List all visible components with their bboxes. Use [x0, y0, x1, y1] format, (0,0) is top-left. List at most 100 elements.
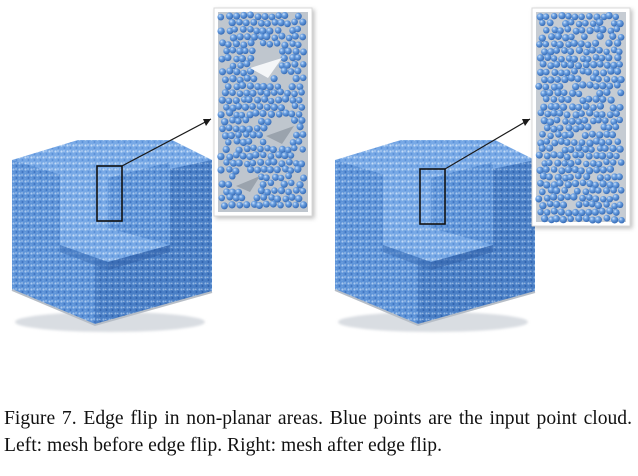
point-sphere-before: [253, 27, 261, 35]
point-sphere-after: [550, 181, 559, 189]
mesh-gap: [250, 58, 282, 78]
point-sphere-after: [592, 54, 600, 61]
point-sphere-after: [593, 25, 601, 33]
point-sphere-before: [264, 188, 271, 196]
point-sphere-after: [572, 27, 580, 35]
point-sphere-before: [259, 109, 267, 118]
point-sphere-after: [591, 208, 599, 216]
point-sphere-after: [610, 61, 618, 69]
point-sphere-after: [596, 46, 603, 54]
point-sphere-after: [603, 130, 611, 138]
point-sphere-before: [243, 145, 251, 153]
point-sphere-after: [606, 181, 614, 189]
point-sphere-before: [246, 82, 255, 90]
point-sphere-after: [577, 167, 585, 175]
point-sphere-before: [225, 180, 233, 189]
point-sphere-before: [263, 103, 271, 111]
point-sphere-after: [556, 124, 564, 132]
point-sphere-before: [294, 67, 302, 75]
point-sphere-after: [590, 160, 597, 167]
point-sphere-after: [556, 151, 564, 159]
point-sphere-before: [229, 89, 236, 97]
point-sphere-after: [596, 145, 604, 152]
point-sphere-after: [607, 67, 615, 75]
point-sphere-before: [298, 116, 306, 124]
point-sphere-after: [589, 20, 597, 27]
point-sphere-before: [280, 54, 288, 62]
point-sphere-before: [296, 83, 304, 91]
point-sphere-after: [554, 159, 562, 167]
point-sphere-before: [264, 118, 272, 126]
point-sphere-after: [575, 20, 583, 28]
point-sphere-after: [568, 117, 576, 125]
point-sphere-before: [277, 187, 286, 195]
point-sphere-after: [606, 207, 614, 215]
point-sphere-before: [226, 153, 234, 161]
point-sphere-before: [233, 111, 240, 119]
point-sphere-after: [561, 146, 569, 154]
point-sphere-before: [221, 118, 229, 126]
point-sphere-after: [548, 33, 556, 41]
zoom-region-box-after: [419, 168, 446, 225]
point-sphere-before: [270, 158, 278, 166]
point-sphere-after: [585, 55, 592, 63]
point-sphere-after: [567, 61, 575, 69]
point-sphere-after: [598, 139, 606, 146]
point-sphere-before: [291, 60, 299, 68]
point-sphere-after: [570, 55, 579, 63]
point-sphere-after: [544, 54, 552, 61]
point-sphere-before: [285, 201, 292, 208]
point-sphere-before: [218, 68, 227, 76]
point-sphere-after: [579, 179, 587, 187]
point-sphere-before: [270, 89, 278, 96]
point-sphere-after: [564, 25, 572, 33]
point-sphere-before: [218, 96, 226, 104]
point-sphere-before: [299, 187, 307, 195]
point-sphere-before: [223, 159, 230, 166]
point-sphere-before: [229, 34, 238, 42]
point-sphere-before: [225, 124, 233, 132]
figure-caption: Figure 7. Edge flip in non-planar areas.…: [4, 405, 632, 459]
point-sphere-after: [552, 102, 560, 111]
point-sphere-after: [562, 34, 570, 42]
point-sphere-after: [550, 151, 558, 159]
point-sphere-after: [547, 186, 555, 194]
point-sphere-before: [300, 48, 307, 56]
point-sphere-before: [218, 55, 226, 63]
point-sphere-before: [271, 173, 280, 181]
point-sphere-before: [260, 165, 268, 173]
point-sphere-after: [596, 60, 604, 68]
point-sphere-after: [559, 103, 568, 111]
point-sphere-before: [264, 20, 271, 27]
point-sphere-before: [236, 47, 244, 55]
point-sphere-after: [589, 216, 597, 224]
point-sphere-after: [613, 152, 620, 160]
point-sphere-after: [543, 209, 551, 216]
point-sphere-before: [248, 47, 256, 55]
point-sphere-after: [577, 123, 585, 131]
point-sphere-after: [599, 95, 607, 103]
point-sphere-before: [292, 74, 300, 83]
point-sphere-before: [247, 39, 255, 47]
point-sphere-after: [551, 69, 559, 76]
point-sphere-before: [225, 139, 232, 146]
point-sphere-after: [589, 74, 597, 82]
point-sphere-after: [544, 110, 552, 118]
point-sphere-before: [296, 181, 304, 189]
point-sphere-before: [299, 74, 307, 82]
point-sphere-before: [244, 160, 251, 168]
point-sphere-after: [549, 193, 558, 201]
point-sphere-after: [586, 194, 593, 201]
point-sphere-before: [223, 188, 231, 196]
point-sphere-after: [537, 208, 544, 216]
point-sphere-after: [605, 124, 613, 131]
point-sphere-after: [557, 194, 565, 202]
point-sphere-after: [617, 75, 625, 84]
point-sphere-after: [605, 11, 613, 20]
point-sphere-before: [290, 116, 299, 124]
point-sphere-after: [612, 123, 620, 131]
point-sphere-before: [287, 68, 295, 75]
point-sphere-after: [614, 54, 622, 62]
point-sphere-before: [265, 159, 272, 166]
point-sphere-after: [609, 144, 617, 153]
